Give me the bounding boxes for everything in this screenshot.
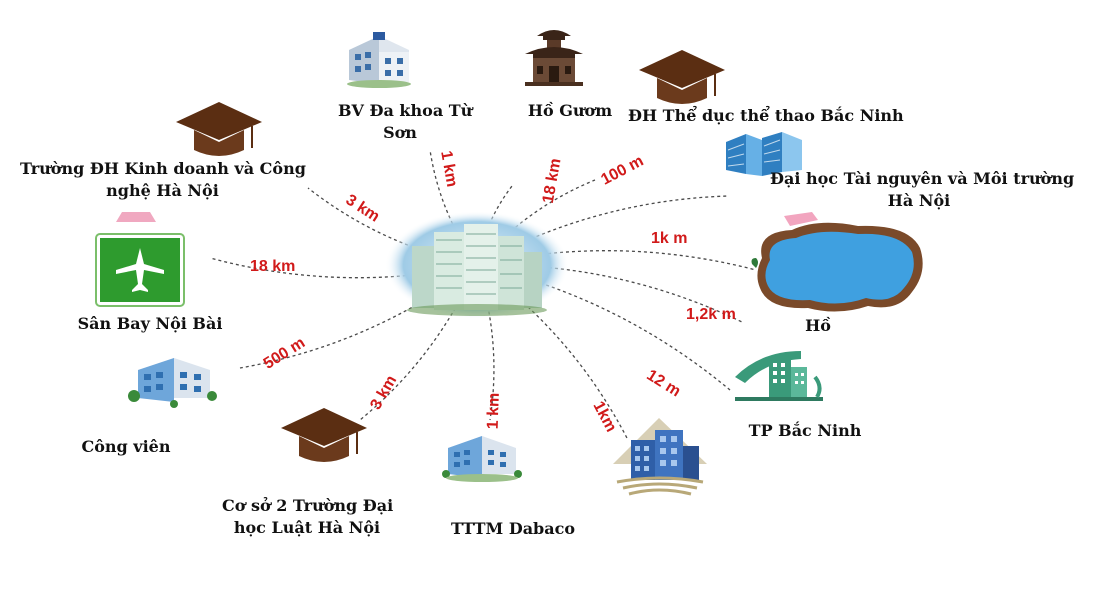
graduation-cap-icon [176, 102, 262, 156]
distance-dh-tai-nguyen: 1k m [651, 230, 688, 247]
connector-line [476, 264, 629, 441]
graduation-cap-icon [639, 50, 725, 104]
distance-san-bay: 18 km [250, 258, 296, 275]
mall-building-icon [442, 436, 522, 482]
graduation-cap-icon [281, 408, 367, 462]
hospital-icon [347, 32, 411, 88]
pagoda-icon [525, 30, 583, 86]
connector-line [476, 195, 729, 266]
distance-ho: 1,2k m [686, 306, 736, 323]
label-san-bay: Sân Bay Nội Bài [77, 314, 223, 333]
office-tower-icon [613, 418, 707, 496]
label-tp-bac-ninh: TP Bắc Ninh [748, 421, 862, 440]
project-building-image [385, 211, 569, 319]
park-building-icon [128, 358, 217, 408]
connector-line [307, 187, 478, 266]
label-ho-guom: Hồ Gươm [527, 101, 613, 120]
lake-icon [751, 212, 923, 312]
label-dh-the-thao: ĐH Thể dục thể thao Bắc Ninh [628, 106, 904, 125]
university-building-icon [726, 132, 802, 176]
label-ho: Hồ [805, 316, 831, 335]
connector-line [476, 179, 596, 266]
label-tttm-dabaco: TTTM Dabaco [450, 519, 576, 538]
city-icon [735, 351, 823, 401]
distance-tttm-dabaco: 1 km [484, 392, 503, 430]
label-cong-vien: Công viên [81, 437, 171, 456]
connector-line [209, 257, 478, 279]
airport-icon [95, 212, 185, 307]
